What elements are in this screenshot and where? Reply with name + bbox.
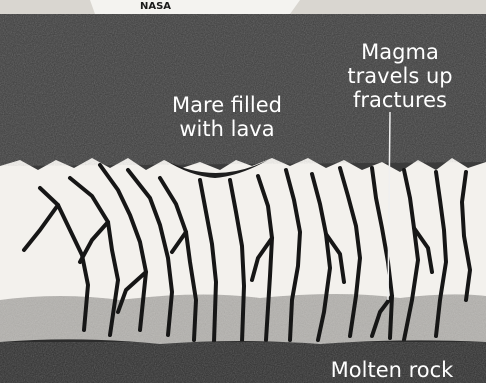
- label-molten-rock: Molten rock: [331, 358, 455, 382]
- label-mare-line1: Mare filled: [172, 93, 282, 117]
- label-mare-line2: with lava: [179, 117, 274, 141]
- label-magma-line3: fractures: [353, 88, 447, 112]
- image-credit: NASA: [140, 1, 171, 12]
- label-magma-line1: Magma: [361, 40, 439, 64]
- label-magma-line2: travels up: [347, 64, 452, 88]
